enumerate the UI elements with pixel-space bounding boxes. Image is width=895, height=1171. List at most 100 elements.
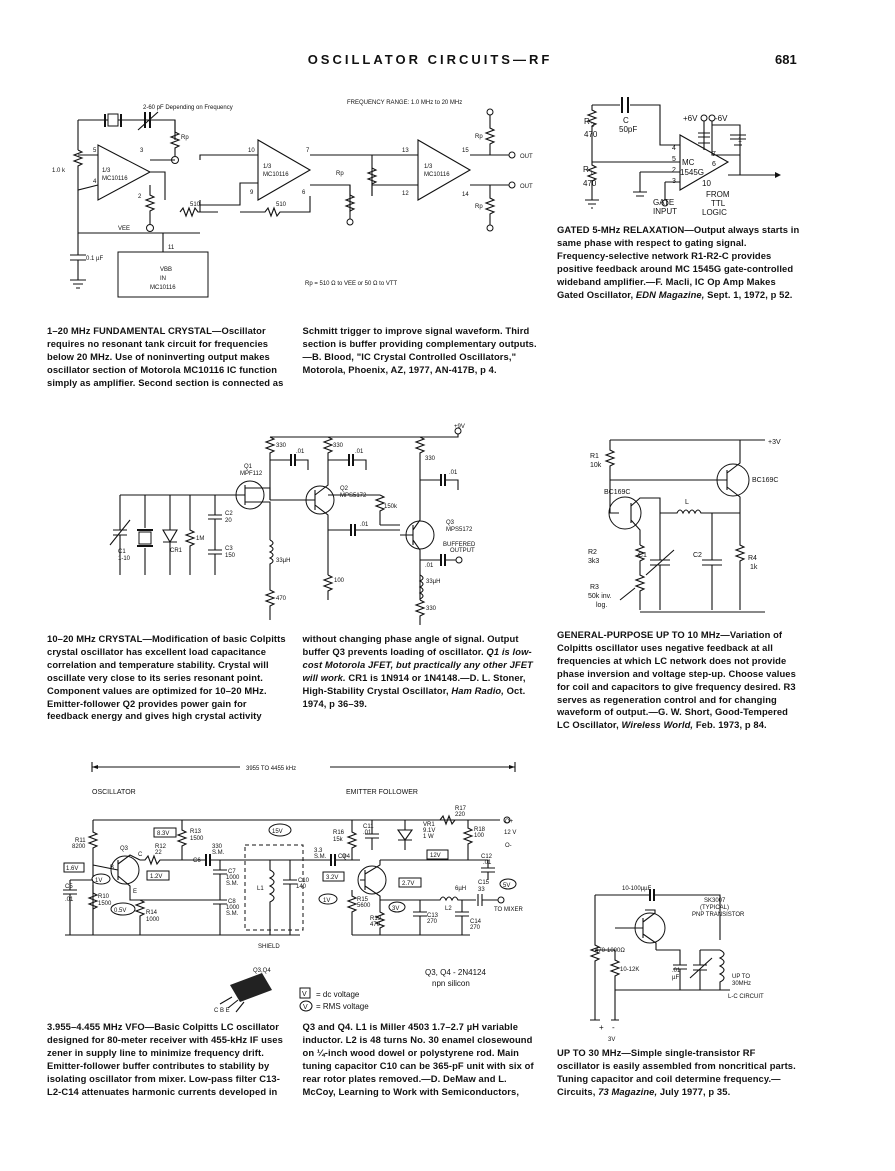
svg-text:1 W: 1 W [423,834,434,840]
svg-text:5: 5 [672,156,676,163]
svg-text:33µH: 33µH [426,579,440,585]
fig1-cap-note: 2-60 pF Depending on Frequency [143,105,233,111]
svg-text:MC10116: MC10116 [102,176,128,182]
svg-text:R13: R13 [190,829,202,835]
svg-text:270: 270 [427,919,438,925]
svg-text:LOGIC: LOGIC [702,208,727,217]
svg-text:FROM: FROM [706,190,730,199]
svg-text:100: 100 [334,578,345,584]
svg-text:3: 3 [140,148,144,154]
svg-text:1-10: 1-10 [118,556,131,562]
svg-text:.01: .01 [449,470,458,476]
svg-text:OSCILLATOR: OSCILLATOR [92,789,136,796]
svg-text:.01: .01 [363,830,372,836]
svg-text:R: R [583,165,589,174]
svg-text:O-: O- [505,843,512,849]
svg-text:12V: 12V [430,853,441,859]
svg-text:C2: C2 [693,552,702,559]
svg-text:330: 330 [333,443,344,449]
svg-text:C12: C12 [481,854,493,860]
svg-text:50pF: 50pF [619,125,637,134]
svg-text:EMITTER FOLLOWER: EMITTER FOLLOWER [346,789,418,796]
svg-text:C3: C3 [225,546,233,552]
svg-text:12: 12 [402,191,409,197]
svg-text:1.6V: 1.6V [66,866,78,872]
svg-text:220: 220 [455,812,466,818]
svg-text:1000: 1000 [226,905,240,911]
svg-text:.01: .01 [672,968,681,974]
svg-text:15: 15 [462,148,469,154]
svg-text:330: 330 [212,844,223,850]
svg-text:8.3V: 8.3V [157,831,169,837]
svg-text:6: 6 [712,161,716,168]
svg-text:Q2: Q2 [340,486,349,492]
svg-text:3V: 3V [608,1037,615,1043]
svg-text:VBB: VBB [160,267,172,273]
svg-text:Q1: Q1 [244,464,253,470]
svg-text:10-100µµF: 10-100µµF [622,886,652,892]
svg-text:C: C [138,852,143,858]
svg-text:33: 33 [478,887,485,893]
svg-text:Rp: Rp [475,134,483,140]
svg-text:5V: 5V [503,883,510,889]
svg-text:R11: R11 [75,838,86,844]
running-header: OSCILLATOR CIRCUITS—RF [307,52,553,67]
svg-text:1/3: 1/3 [102,168,111,174]
svg-text:.01: .01 [425,563,434,569]
svg-text:1/3: 1/3 [424,164,433,170]
svg-text:9: 9 [250,190,254,196]
svg-text:330: 330 [425,456,436,462]
svg-text:BC169C: BC169C [604,489,630,496]
svg-text:R19: R19 [370,916,382,922]
svg-text:C2: C2 [225,511,233,517]
svg-text:470: 470 [370,922,381,928]
svg-text:+3V: +3V [768,439,781,446]
svg-text:+6V: +6V [683,114,698,123]
svg-text:1M: 1M [196,536,204,542]
svg-text:10: 10 [248,148,255,154]
svg-text:(TYPICAL): (TYPICAL) [700,905,729,911]
svg-text:= dc voltage: = dc voltage [316,990,360,999]
svg-text:BUFFERED: BUFFERED [443,542,476,548]
svg-text:V: V [303,1004,308,1011]
svg-text:C6: C6 [193,858,201,864]
svg-text:C: C [623,116,629,125]
figure-2-caption: GATED 5-MHz RELAXATION—Output always sta… [557,224,800,300]
svg-text:Rp: Rp [336,171,344,177]
svg-text:0.5V: 0.5V [114,908,126,914]
svg-text:Rp: Rp [181,135,189,141]
svg-text:330: 330 [426,606,437,612]
svg-text:1/3: 1/3 [263,164,272,170]
svg-text:C7: C7 [228,869,236,875]
svg-text:R10: R10 [98,894,110,900]
svg-text:SK3007: SK3007 [704,898,726,904]
svg-text:3V: 3V [392,906,399,912]
svg-text:SHIELD: SHIELD [258,944,280,950]
svg-text:10: 10 [702,179,711,188]
svg-text:Rp: Rp [475,204,483,210]
svg-text:+: + [599,1023,604,1032]
svg-text:V: V [302,991,307,998]
svg-text:L2: L2 [445,906,452,912]
fig1-freq-range: FREQUENCY RANGE: 1.0 MHz to 20 MHz [347,100,462,106]
svg-text:.01: .01 [360,522,369,528]
svg-text:6µH: 6µH [455,886,466,892]
svg-text:1500: 1500 [98,901,112,907]
svg-text:Q3, Q4 - 2N4124: Q3, Q4 - 2N4124 [425,968,486,977]
svg-text:3.2V: 3.2V [326,875,338,881]
svg-text:2: 2 [672,167,676,174]
svg-text:E: E [133,889,137,895]
svg-text:4: 4 [93,179,97,185]
svg-text:.01: .01 [296,449,305,455]
figure-6-caption: UP TO 30 MHz—Simple single-transistor RF… [557,1047,796,1097]
svg-text:VR1: VR1 [423,822,435,828]
svg-text:30MHz: 30MHz [732,981,751,987]
svg-text:330: 330 [276,443,287,449]
svg-text:3k3: 3k3 [588,558,599,565]
svg-text:UP TO: UP TO [732,974,750,980]
svg-text:C10: C10 [298,878,310,884]
svg-text:140: 140 [296,884,307,890]
svg-text:1: 1 [590,171,594,177]
svg-text:S.M.: S.M. [226,881,239,887]
